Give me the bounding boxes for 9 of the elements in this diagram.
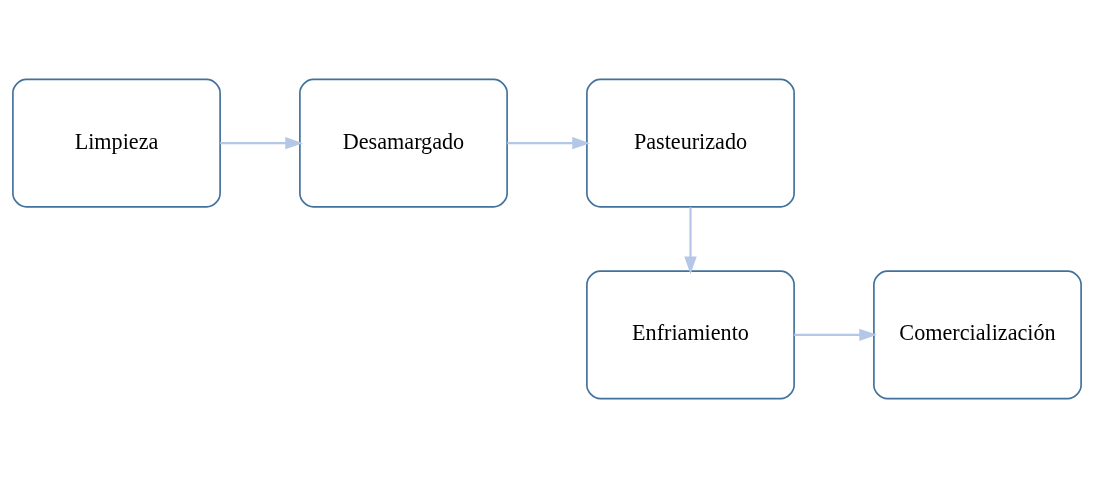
node-box: Pasteurizado [586,78,795,208]
arrow [220,136,304,149]
arrow [507,136,591,149]
node-box: Desamargado [299,78,508,208]
arrow [684,206,697,274]
arrow [794,328,878,341]
node-box: Limpieza [12,78,221,208]
node-box: Enfriamiento [586,269,795,399]
node-box: Comercialización [873,269,1082,399]
